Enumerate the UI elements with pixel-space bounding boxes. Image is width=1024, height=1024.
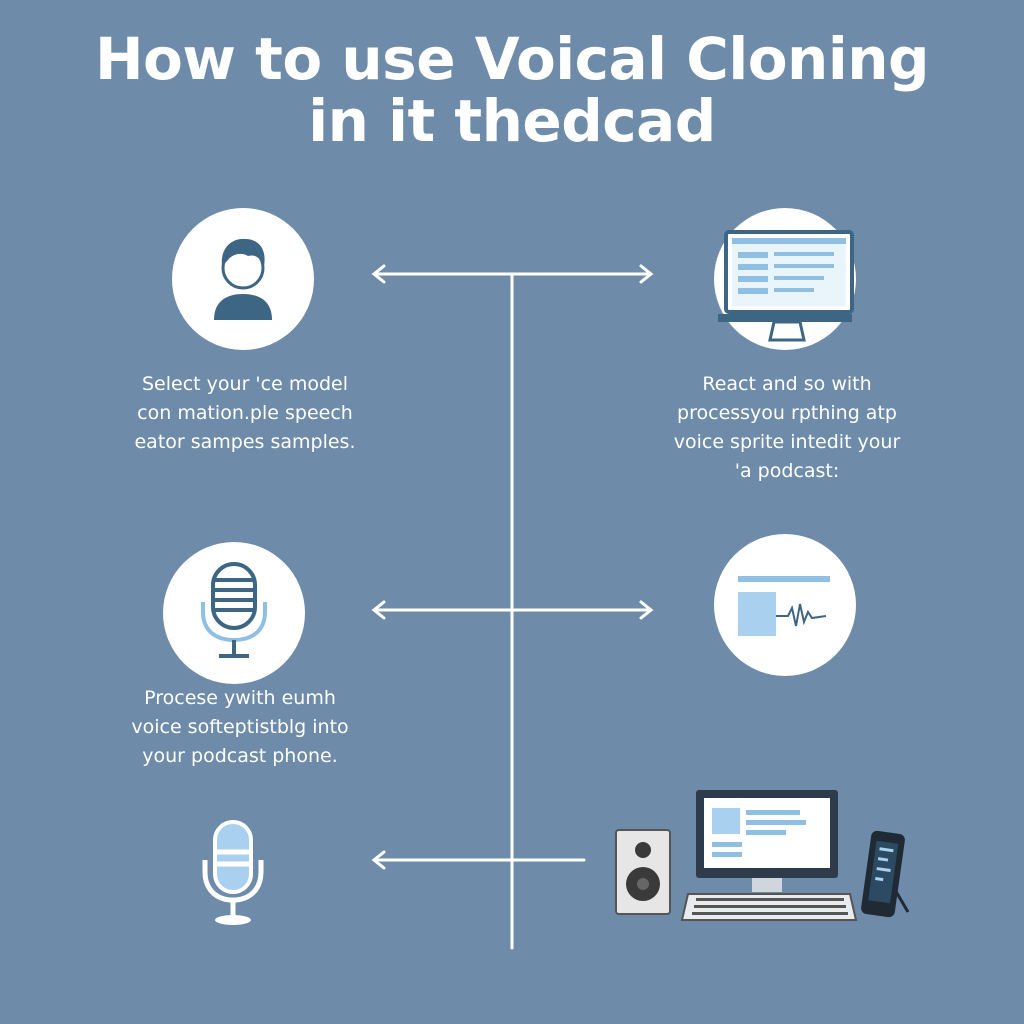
step-4-circle — [714, 534, 856, 676]
arrow-right-2 — [639, 600, 654, 620]
desktop-monitor-icon — [696, 790, 838, 892]
step-3-caption: Procese ywith eumh voice softeptistblg i… — [131, 687, 349, 767]
step-1-circle — [172, 208, 314, 350]
title-line-1: How to use Voical Cloning — [94, 25, 930, 93]
monitor-icon — [718, 230, 854, 342]
title-line-2: in it thedcad — [308, 87, 716, 155]
diagram-title: How to use Voical Cloning in it thedcad — [0, 28, 1024, 152]
keyboard-icon — [680, 893, 858, 921]
person-icon — [214, 238, 272, 320]
arrow-right-1 — [639, 264, 654, 284]
arrow-left-3 — [371, 850, 386, 870]
step-1-caption: Select your 'ce model con mation.ple spe… — [134, 373, 356, 453]
studio-microphone-icon — [202, 820, 264, 925]
arrow-left-2 — [371, 600, 386, 620]
step-3-circle — [163, 542, 305, 684]
arrow-left-1 — [371, 264, 386, 284]
speaker-icon — [615, 829, 671, 915]
phone-icon — [861, 830, 910, 918]
waveform-window-icon — [738, 576, 830, 636]
microphone-icon — [201, 562, 267, 658]
computer-setup-icon — [615, 790, 910, 921]
step-2-caption: React and so with processyou rpthing atp… — [673, 373, 901, 482]
step-2-circle — [714, 208, 856, 350]
